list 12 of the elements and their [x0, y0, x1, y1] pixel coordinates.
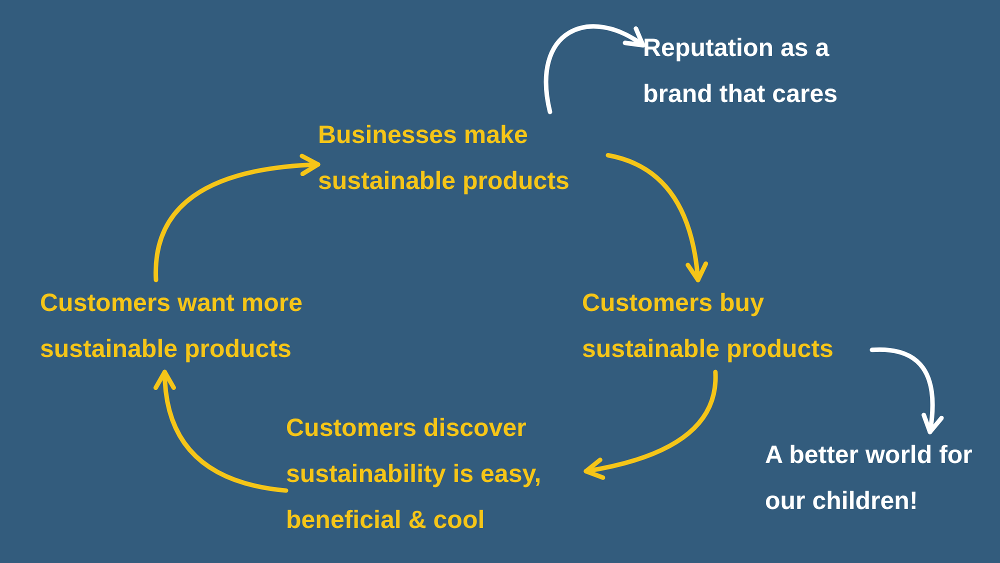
curved-arrow: [154, 370, 288, 493]
step-text: Businesses make sustainable products: [318, 121, 570, 195]
step-text: Reputation as a brand that cares: [643, 34, 838, 108]
curved-arrow: [870, 348, 944, 434]
curved-arrow: [154, 154, 320, 282]
step-text: Customers discover sustainability is easy, beneficial & cool: [286, 414, 542, 534]
step-text: Customers buy sustainable products: [582, 289, 834, 363]
curved-arrow: [606, 153, 708, 282]
curved-arrow: [584, 370, 718, 480]
step-text: A better world for our children!: [765, 441, 972, 515]
step-text: Customers want more sustainable products: [40, 289, 303, 363]
curved-arrow: [544, 24, 646, 114]
